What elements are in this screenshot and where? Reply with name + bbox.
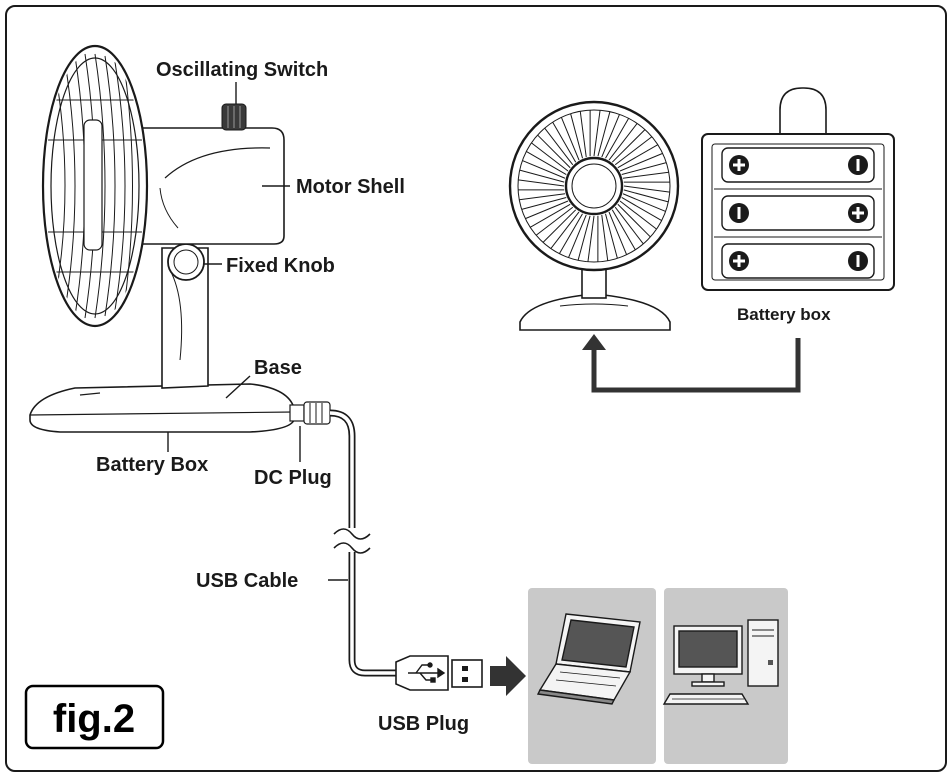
fan-base: [29, 383, 295, 433]
grill-spoke: [522, 160, 566, 179]
figure-label-box: [24, 684, 165, 750]
grill-spoke: [526, 150, 567, 175]
grill-spoke: [529, 203, 571, 228]
label-oscillating-switch: Oscillating Switch: [156, 59, 328, 81]
label-base: Base: [254, 357, 302, 379]
grill-spoke: [614, 206, 644, 245]
plus-terminal-icon: [848, 203, 868, 223]
front-view-fan: [508, 100, 680, 331]
dc-plug: [289, 401, 331, 425]
grill-spoke: [597, 111, 611, 157]
grill-spoke: [622, 193, 666, 212]
grill-spoke: [525, 200, 569, 220]
grill-spoke: [622, 171, 669, 179]
grill-spoke: [521, 196, 567, 210]
grill-spoke: [577, 215, 591, 261]
label-motor-shell: Motor Shell: [296, 176, 405, 198]
front-fan-hub: [564, 156, 624, 216]
fan-grill-spokes: [518, 110, 670, 262]
grill-spoke: [568, 214, 587, 258]
grill-spoke: [619, 200, 657, 230]
plus-terminal-icon: [729, 251, 749, 271]
battery-polarity-marks: [729, 155, 868, 271]
grill-spoke: [535, 206, 574, 236]
grill-spoke: [621, 162, 667, 176]
grill-spoke: [621, 197, 662, 222]
grill-spoke: [611, 129, 646, 163]
grill-spoke: [542, 209, 577, 243]
grill-spoke: [570, 113, 584, 159]
grill-spoke: [623, 185, 670, 193]
minus-terminal-icon: [848, 155, 868, 175]
usb-to-computer-arrow: [490, 656, 526, 696]
desktop-panel: [662, 588, 788, 764]
grill-spoke: [608, 211, 628, 255]
laptop-panel: [528, 588, 656, 764]
minus-terminal-icon: [729, 203, 749, 223]
grill-spoke: [518, 179, 565, 187]
grill-spoke: [617, 203, 651, 238]
grill-spoke: [544, 127, 574, 166]
grill-spoke: [617, 144, 659, 169]
grill-spoke: [537, 134, 571, 169]
grill-spoke: [623, 189, 669, 203]
grill-spoke: [558, 213, 583, 254]
grill-spoke: [611, 209, 636, 251]
label-usb-plug: USB Plug: [378, 713, 469, 735]
grill-spoke: [519, 193, 566, 201]
grill-spoke: [552, 121, 577, 163]
battery-to-fan-arrow: [591, 338, 801, 393]
grill-spoke: [593, 110, 601, 157]
grill-spoke: [614, 136, 653, 166]
battery-box-icon: [701, 87, 895, 291]
grill-spoke: [601, 214, 609, 261]
label-fixed-knob: Fixed Knob: [226, 255, 335, 277]
grill-spoke: [560, 117, 580, 161]
grill-spoke: [605, 118, 630, 159]
grill-spoke: [608, 123, 638, 161]
grill-spoke: [604, 213, 618, 259]
grill-spoke: [587, 215, 595, 262]
motor-shell-shape: [129, 127, 285, 245]
grill-spoke: [619, 152, 663, 172]
minus-terminal-icon: [848, 251, 868, 271]
label-battery-box-inset: Battery box: [737, 305, 831, 324]
laptop-icon: [536, 613, 641, 705]
label-usb-cable: USB Cable: [196, 570, 298, 592]
plus-terminal-icon: [729, 155, 749, 175]
label-battery-box: Battery Box: [96, 454, 208, 476]
grill-spoke: [531, 142, 569, 172]
grill-spoke: [550, 211, 580, 249]
desktop-computer-icon: [662, 619, 779, 705]
grill-spoke: [601, 114, 620, 158]
grill-spoke: [519, 169, 565, 183]
usb-plug: [395, 655, 483, 691]
label-dc-plug: DC Plug: [254, 467, 332, 489]
grill-spoke: [579, 111, 587, 158]
figure-label: fig.2: [53, 697, 135, 741]
usb-symbol-icon: [408, 662, 446, 683]
fixed-knob-shape: [167, 243, 205, 281]
